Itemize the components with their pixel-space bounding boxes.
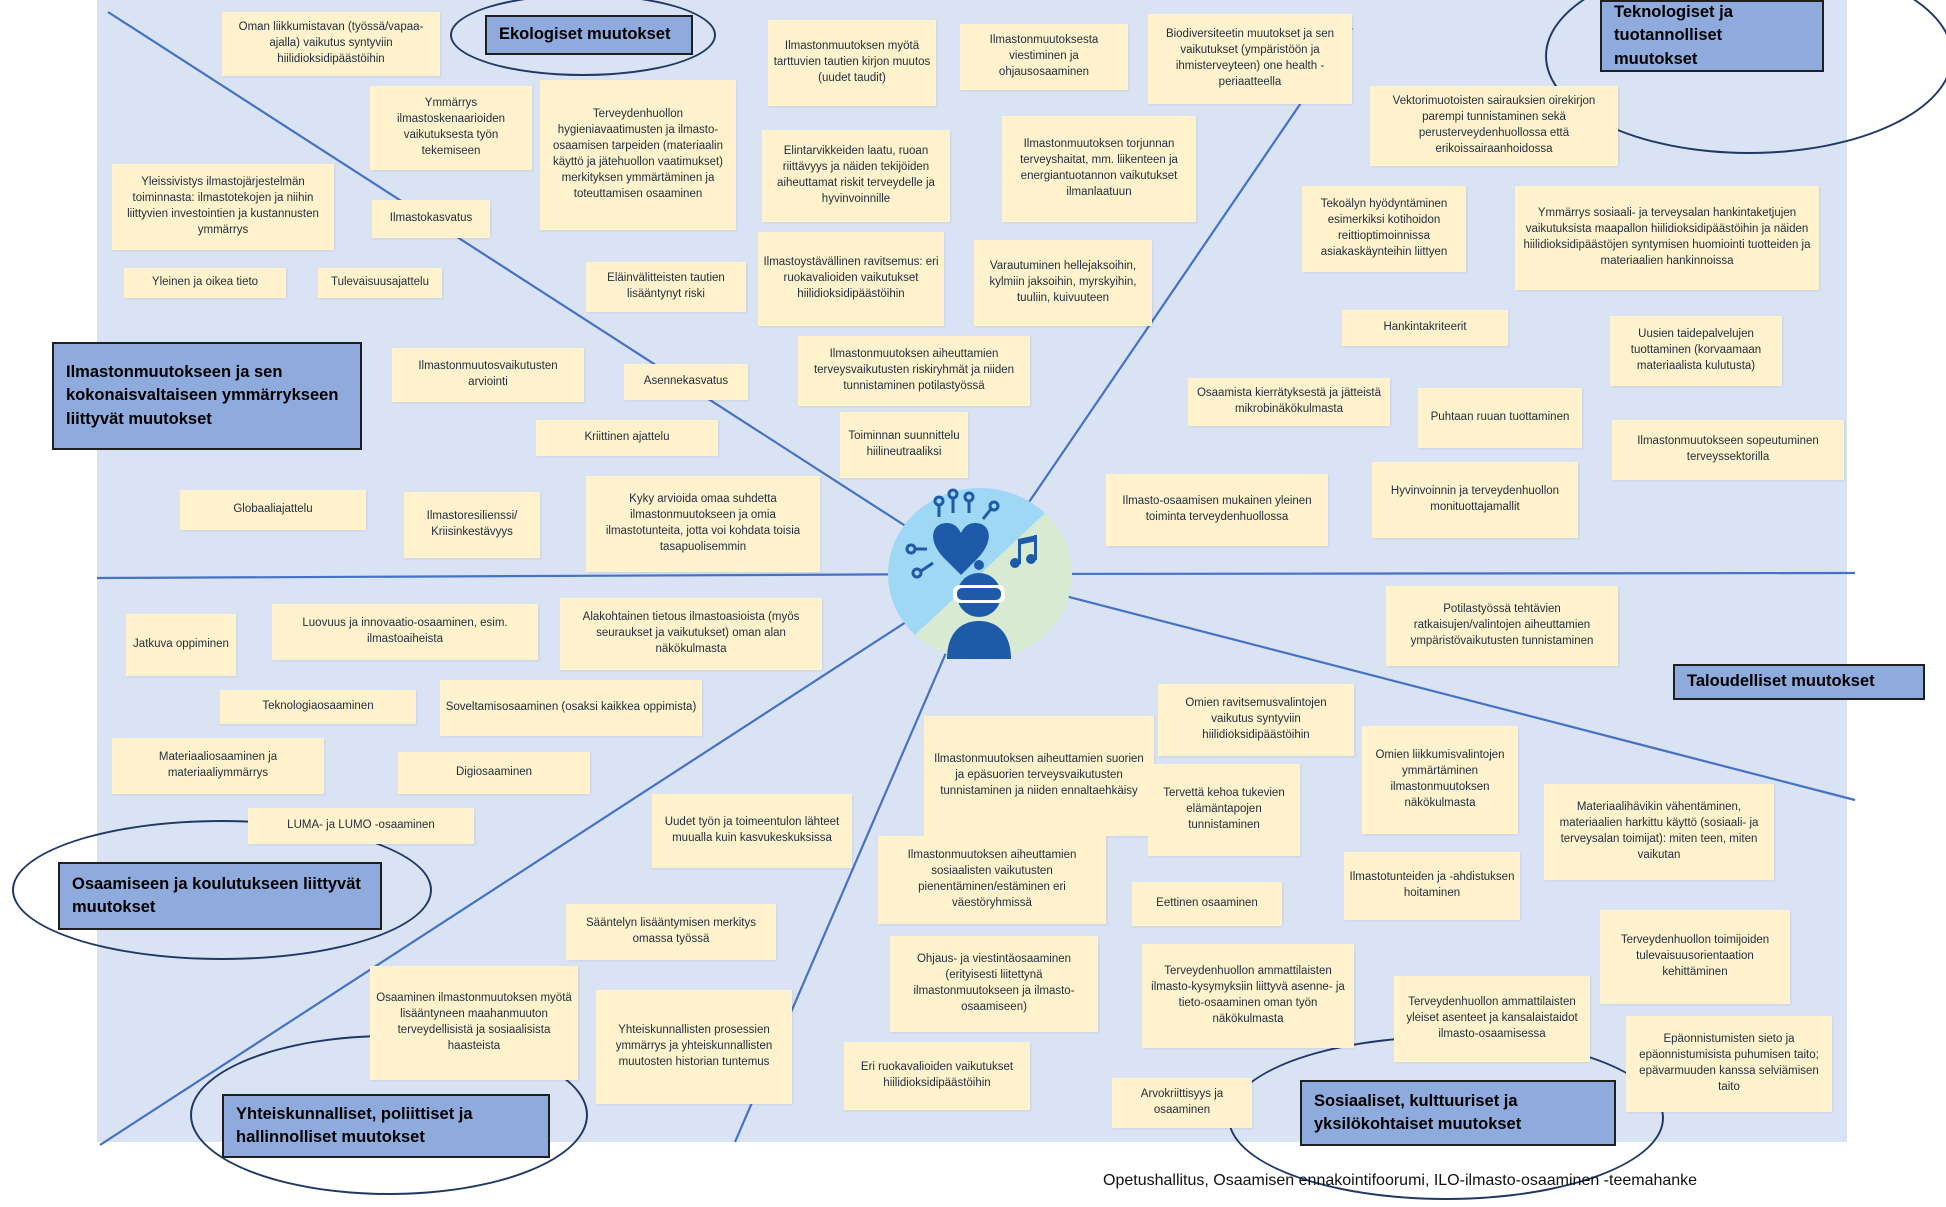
- sticky-note: Toiminnan suunnittelu hiilineutraaliksi: [840, 412, 968, 478]
- sticky-note: Ilmastonmuutoksesta viestiminen ja ohjau…: [960, 24, 1128, 90]
- sticky-note: Asennekasvatus: [624, 364, 748, 400]
- divider-line: [96, 572, 981, 580]
- sticky-note: Omien ravitsemusvalintojen vaikutus synt…: [1158, 684, 1354, 756]
- sticky-note: Omien liikkumisvalintojen ymmärtäminen i…: [1362, 726, 1518, 834]
- sticky-note: Teknologiaosaaminen: [220, 690, 416, 724]
- sticky-note: Eettinen osaaminen: [1132, 882, 1282, 926]
- sticky-note: Ilmastoresilienssi/ Kriisinkestävyys: [404, 492, 540, 558]
- sticky-note: Ymmärrys ilmastoskenaarioiden vaikutukse…: [370, 86, 532, 170]
- sticky-note: Osaamista kierrätyksestä ja jätteistä mi…: [1188, 378, 1390, 426]
- vr-headset-person-icon: [947, 560, 1011, 659]
- sticky-note: Tulevaisuusajattelu: [318, 268, 442, 298]
- sticky-note: Ilmastonmuutokseen sopeutuminen terveyss…: [1612, 420, 1844, 480]
- highlight-ring: [12, 820, 432, 960]
- sticky-note: Alakohtainen tietous ilmastoasioista (my…: [560, 598, 822, 670]
- music-note-icon: [1010, 535, 1037, 568]
- divider-line: [979, 571, 1856, 576]
- sticky-note: Biodiversiteetin muutokset ja sen vaikut…: [1148, 14, 1352, 104]
- sticky-note: Eläinvälitteisten tautien lisääntynyt ri…: [586, 262, 746, 312]
- sticky-note: Terveydenhuollon ammattilaisten ilmasto-…: [1142, 944, 1354, 1048]
- heart-circuit-icon: [905, 488, 1000, 579]
- sticky-note: Eri ruokavalioiden vaikutukset hiilidiok…: [844, 1042, 1030, 1110]
- sticky-note: Epäonnistumisten sieto ja epäonnistumisi…: [1626, 1016, 1832, 1112]
- category-climate-understanding: Ilmastonmuutokseen ja sen kokonaisvaltai…: [52, 342, 362, 450]
- center-emblem: [888, 488, 1072, 660]
- sticky-note: Ilmastonmuutoksen aiheuttamien terveysva…: [798, 336, 1030, 406]
- sticky-note: Ilmastokasvatus: [372, 200, 490, 238]
- sticky-note: Puhtaan ruuan tuottaminen: [1418, 388, 1582, 448]
- sticky-note: Digiosaaminen: [398, 752, 590, 794]
- sticky-note: Potilastyössä tehtävien ratkaisujen/vali…: [1386, 586, 1618, 666]
- sticky-note: Ilmastonmuutoksen aiheuttamien suorien j…: [924, 716, 1154, 836]
- sticky-note: Terveydenhuollon ammattilaisten yleiset …: [1394, 976, 1590, 1062]
- sticky-note: Luovuus ja innovaatio-osaaminen, esim. i…: [272, 604, 538, 660]
- sticky-note: Ilmastoystävällinen ravitsemus: eri ruok…: [758, 232, 944, 326]
- sticky-note: Ymmärrys sosiaali- ja terveysalan hankin…: [1515, 186, 1819, 290]
- sticky-note: Arvokriittisyys ja osaaminen: [1112, 1078, 1252, 1128]
- sticky-note: Yleinen ja oikea tieto: [124, 268, 286, 298]
- sticky-note: Kriittinen ajattelu: [536, 420, 718, 456]
- sticky-note: Soveltamisosaaminen (osaksi kaikkea oppi…: [440, 680, 702, 736]
- sticky-note: Elintarvikkeiden laatu, ruoan riittävyys…: [762, 130, 950, 222]
- sticky-note: Varautuminen hellejaksoihin, kylmiin jak…: [974, 240, 1152, 326]
- sticky-note: Hankintakriteerit: [1342, 310, 1508, 346]
- sticky-note: Osaaminen ilmastonmuutoksen myötä lisään…: [370, 966, 578, 1080]
- sticky-note: Materiaaliosaaminen ja materiaaliymmärry…: [112, 738, 324, 794]
- sticky-note: Yleissivistys ilmastojärjestelmän toimin…: [112, 164, 334, 250]
- divider-line: [979, 27, 1353, 575]
- sticky-note: Ohjaus- ja viestintäosaaminen (erityises…: [890, 936, 1098, 1032]
- sticky-note: Jatkuva oppiminen: [126, 614, 236, 676]
- sticky-note: Terveydenhuollon toimijoiden tulevaisuus…: [1600, 910, 1790, 1004]
- sticky-note: Ilmastonmuutoksen torjunnan terveyshaita…: [1002, 116, 1196, 222]
- sticky-note: Sääntelyn lisääntymisen merkitys omassa …: [566, 904, 776, 960]
- sticky-note: Oman liikkumistavan (työssä/vapaa-ajalla…: [222, 12, 440, 76]
- sticky-note: Vektorimuotoisten sairauksien oirekirjon…: [1370, 86, 1618, 166]
- sticky-note: Ilmastonmuutoksen aiheuttamien sosiaalis…: [878, 836, 1106, 924]
- sticky-note: Yhteiskunnallisten prosessien ymmärrys j…: [596, 990, 792, 1104]
- source-footer: Opetushallitus, Osaamisen ennakointifoor…: [1103, 1172, 1698, 1189]
- sticky-note: Terveydenhuollon hygieniavaatimusten ja …: [540, 80, 736, 230]
- divider-line: [979, 572, 1856, 802]
- sticky-note: Kyky arvioida omaa suhdetta ilmastonmuut…: [586, 476, 820, 572]
- sticky-note: LUMA- ja LUMO -osaaminen: [248, 808, 474, 844]
- sticky-note: Uusien taidepalvelujen tuottaminen (korv…: [1610, 316, 1782, 386]
- highlight-ring: [450, 0, 716, 76]
- sticky-note: Hyvinvoinnin ja terveydenhuollon monituo…: [1372, 462, 1578, 538]
- sticky-note: Ilmasto-osaamisen mukainen yleinen toimi…: [1106, 474, 1328, 546]
- sticky-note: Tekoälyn hyödyntäminen esimerkiksi kotih…: [1302, 186, 1466, 272]
- divider-line: [99, 573, 981, 1146]
- sticky-note: Ilmastonmuutosvaikutusten arviointi: [392, 348, 584, 402]
- category-economic: Taloudelliset muutokset: [1673, 664, 1925, 700]
- category-label: Ilmastonmuutokseen ja sen kokonaisvaltai…: [66, 363, 339, 428]
- sticky-note: Materiaalihävikin vähentäminen, materiaa…: [1544, 784, 1774, 880]
- sticky-note: Ilmastonmuutoksen myötä tarttuvien tauti…: [768, 20, 936, 106]
- sticky-note: Globaaliajattelu: [180, 490, 366, 530]
- divider-line: [107, 11, 981, 575]
- sticky-note: Uudet työn ja toimeentulon lähteet muual…: [652, 794, 852, 868]
- category-label: Taloudelliset muutokset: [1687, 672, 1875, 691]
- sticky-note: Ilmastotunteiden ja -ahdistuksen hoitami…: [1344, 852, 1520, 920]
- sticky-note: Tervettä kehoa tukevien elämäntapojen tu…: [1148, 764, 1300, 856]
